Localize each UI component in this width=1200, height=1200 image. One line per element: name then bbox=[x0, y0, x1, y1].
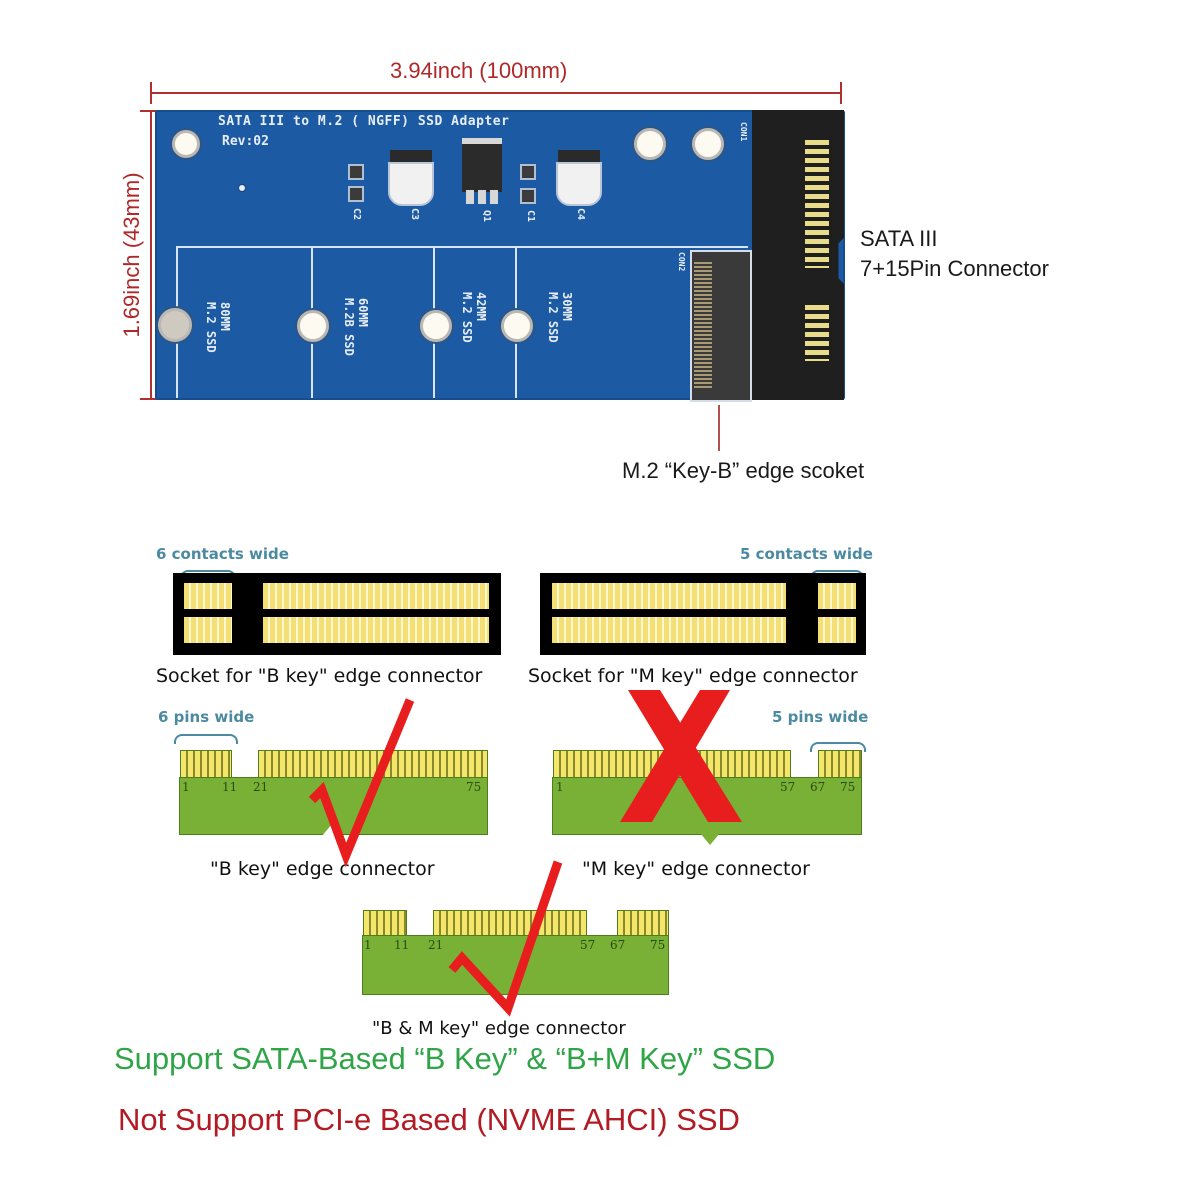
sata-callout-line2: 7+15Pin Connector bbox=[860, 256, 1049, 281]
socket-contacts-short bbox=[818, 583, 856, 609]
mounting-hole-icon bbox=[634, 128, 666, 160]
pin-number: 75 bbox=[840, 780, 856, 794]
width-dimension-cap-right bbox=[840, 82, 842, 104]
smd-capacitor-icon bbox=[348, 186, 364, 202]
pin-number: 57 bbox=[580, 938, 596, 952]
sata-data-pins bbox=[805, 305, 829, 361]
x-mark-icon bbox=[620, 690, 742, 822]
socket-m-brace-label: 5 contacts wide bbox=[740, 545, 873, 563]
b-card-brace-label: 6 pins wide bbox=[158, 708, 255, 726]
socket-contacts-long bbox=[263, 617, 489, 643]
electrolytic-capacitor-icon bbox=[556, 162, 602, 206]
pin-number: 21 bbox=[428, 938, 444, 952]
gold-fingers bbox=[617, 910, 669, 937]
slot-mount-hole-icon bbox=[420, 310, 452, 342]
socket-pointer-line bbox=[718, 405, 720, 451]
socket-contacts-short bbox=[818, 617, 856, 643]
via-icon bbox=[238, 184, 246, 192]
support-note: Support SATA-Based “B Key” & “B+M Key” S… bbox=[114, 1041, 776, 1076]
height-dimension-cap-top bbox=[140, 110, 162, 112]
smd-capacitor-icon bbox=[520, 188, 536, 204]
bm-card-caption: "B & M key" edge connector bbox=[372, 1018, 626, 1039]
pin-number: 75 bbox=[466, 780, 482, 794]
smd-capacitor-icon bbox=[348, 164, 364, 180]
slot-mount-hole-icon bbox=[501, 310, 533, 342]
capacitor-top bbox=[390, 150, 432, 164]
electrolytic-capacitor-icon bbox=[388, 162, 434, 206]
sata-callout-line1: SATA III bbox=[860, 226, 938, 251]
gold-fingers bbox=[818, 750, 862, 779]
pin-number: 57 bbox=[780, 780, 796, 794]
brace-icon bbox=[174, 734, 238, 744]
socket-b-brace-label: 6 contacts wide bbox=[156, 545, 289, 563]
b-key-socket bbox=[173, 573, 501, 655]
mounting-hole-icon bbox=[692, 128, 724, 160]
regulator-pin bbox=[466, 190, 474, 204]
pin-number: 67 bbox=[610, 938, 626, 952]
gold-fingers bbox=[258, 750, 488, 779]
m2-socket-pins bbox=[694, 262, 712, 388]
pin-number: 11 bbox=[394, 938, 410, 952]
width-dimension-line bbox=[152, 92, 842, 94]
height-dimension-cap-bottom bbox=[140, 398, 162, 400]
brace-icon bbox=[810, 742, 866, 752]
voltage-regulator-icon bbox=[462, 138, 502, 192]
m-card-caption: "M key" edge connector bbox=[582, 858, 810, 880]
socket-b-caption: Socket for "B key" edge connector bbox=[156, 665, 483, 687]
slot-mount-hole-icon bbox=[297, 310, 329, 342]
socket-contacts-long bbox=[552, 617, 786, 643]
not-support-note: Not Support PCI-e Based (NVME AHCI) SSD bbox=[118, 1102, 740, 1137]
socket-contacts-long bbox=[552, 583, 786, 609]
slot-outline-top bbox=[176, 246, 748, 248]
regulator-pin bbox=[490, 190, 498, 204]
pin-number: 67 bbox=[810, 780, 826, 794]
pin-number: 1 bbox=[556, 780, 564, 794]
smd-capacitor-icon bbox=[520, 164, 536, 180]
width-dimension-label: 3.94inch (100mm) bbox=[390, 58, 568, 83]
capacitor-top bbox=[558, 150, 600, 164]
pin-number: 21 bbox=[253, 780, 269, 794]
m2-socket-callout: M.2 “Key-B” edge scoket bbox=[622, 458, 865, 483]
m-card-brace-label: 5 pins wide bbox=[772, 708, 869, 726]
gold-fingers bbox=[180, 750, 232, 779]
pin-number: 75 bbox=[650, 938, 666, 952]
pin-number: 1 bbox=[364, 938, 372, 952]
check-mark-icon bbox=[308, 698, 415, 868]
gold-fingers bbox=[433, 910, 587, 937]
board-title: SATA III to M.2 ( NGFF) SSD Adapter bbox=[218, 114, 510, 129]
b-card-caption: "B key" edge connector bbox=[210, 858, 435, 880]
pin-number: 11 bbox=[222, 780, 238, 794]
socket-contacts-short bbox=[184, 617, 232, 643]
board-revision: Rev:02 bbox=[222, 134, 269, 149]
socket-contacts-short bbox=[184, 583, 232, 609]
regulator-pin bbox=[478, 190, 486, 204]
pin-number: 1 bbox=[182, 780, 190, 794]
gold-fingers bbox=[363, 910, 407, 937]
socket-m-caption: Socket for "M key" edge connector bbox=[528, 665, 858, 687]
card-notch bbox=[700, 833, 720, 845]
socket-contacts-long bbox=[263, 583, 489, 609]
width-dimension-cap-left bbox=[150, 82, 152, 104]
height-dimension-line bbox=[150, 110, 152, 400]
check-mark-icon bbox=[448, 860, 563, 1017]
sata-power-pins bbox=[805, 140, 829, 268]
standoff-screw-icon bbox=[158, 308, 192, 342]
mounting-hole-icon bbox=[172, 130, 200, 158]
m-key-socket bbox=[540, 573, 866, 655]
